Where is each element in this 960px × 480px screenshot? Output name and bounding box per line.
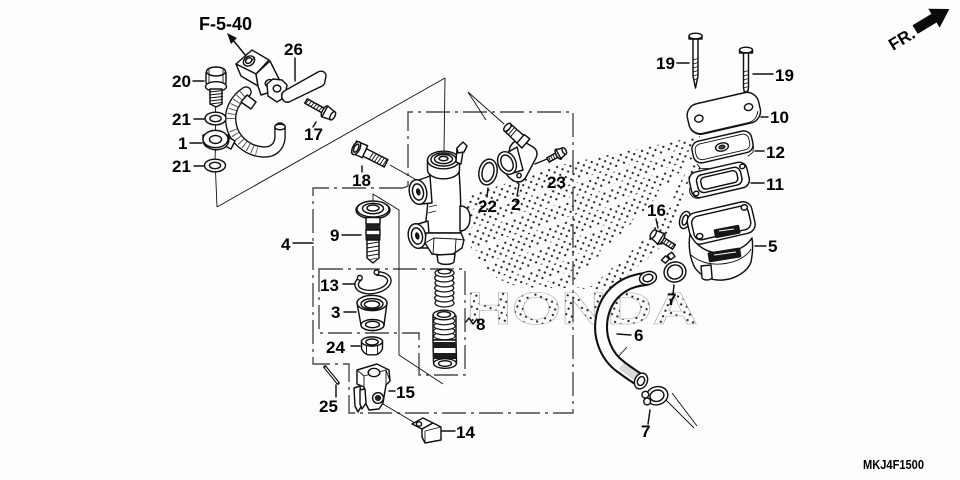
- svg-text:16: 16: [647, 201, 666, 220]
- svg-text:26: 26: [284, 40, 303, 59]
- svg-text:5: 5: [768, 237, 777, 256]
- svg-text:1: 1: [178, 134, 187, 153]
- svg-text:12: 12: [766, 143, 785, 162]
- svg-text:14: 14: [456, 423, 475, 442]
- svg-text:3: 3: [331, 303, 340, 322]
- svg-text:15: 15: [396, 383, 415, 402]
- svg-text:24: 24: [326, 338, 345, 357]
- svg-text:23: 23: [547, 173, 566, 192]
- svg-text:20: 20: [172, 72, 191, 91]
- svg-text:HONDA: HONDA: [466, 283, 698, 334]
- svg-text:22: 22: [478, 197, 497, 216]
- svg-text:8: 8: [476, 315, 485, 334]
- svg-text:11: 11: [766, 175, 784, 194]
- svg-text:4: 4: [281, 235, 291, 254]
- svg-text:F-5-40: F-5-40: [199, 14, 252, 34]
- svg-text:7: 7: [641, 422, 650, 441]
- svg-text:19: 19: [656, 54, 675, 73]
- svg-text:6: 6: [634, 326, 643, 345]
- svg-text:MKJ4F1500: MKJ4F1500: [863, 457, 924, 472]
- svg-text:2: 2: [511, 195, 520, 214]
- svg-text:17: 17: [304, 125, 323, 144]
- svg-text:19: 19: [775, 66, 794, 85]
- svg-text:7: 7: [667, 290, 676, 309]
- svg-text:18: 18: [352, 171, 371, 190]
- svg-text:21: 21: [172, 110, 191, 129]
- svg-text:25: 25: [319, 397, 338, 416]
- svg-text:13: 13: [320, 276, 339, 295]
- svg-text:21: 21: [172, 157, 191, 176]
- svg-text:9: 9: [330, 226, 339, 245]
- svg-text:10: 10: [770, 108, 789, 127]
